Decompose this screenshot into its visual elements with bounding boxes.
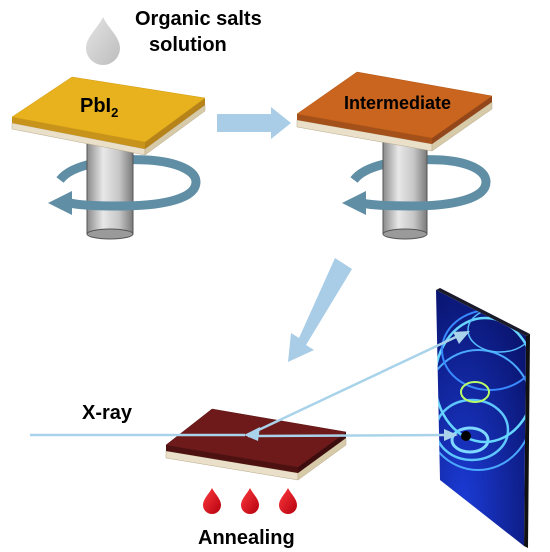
spindle [86, 139, 134, 235]
intermediate-film [296, 71, 493, 139]
rotation-arrowhead-icon [342, 191, 366, 215]
rotation-arrow-front-icon [360, 181, 491, 211]
heat-drop-icon [279, 488, 297, 514]
rotation-arrow-front-icon [68, 181, 201, 211]
solution-drop-icon [86, 17, 120, 65]
intermediate-label: Intermediate [344, 93, 451, 113]
annealing-label: Annealing [198, 527, 295, 549]
pbi2-label: PbI2 [80, 95, 118, 120]
pbi2-film [11, 76, 206, 143]
xray-detector [436, 288, 530, 548]
rotation-arrow-back-icon [56, 155, 201, 184]
heat-drop-icon [203, 488, 221, 514]
xray-beams [30, 331, 470, 441]
transmitted-beam [247, 433, 449, 438]
rotation-arrow-back-icon [350, 155, 491, 184]
rotation-arrowhead-icon [48, 191, 72, 215]
spindle [382, 139, 428, 235]
solution-label-line1: Organic salts [135, 8, 262, 30]
process-arrow-diagonal [288, 258, 352, 362]
solution-label-line2: solution [149, 34, 227, 56]
annealed-film [165, 408, 347, 481]
heat-drop-icon [241, 488, 259, 514]
process-arrow-right [217, 107, 291, 139]
diffracted-beam [247, 334, 459, 437]
spin-coater-pbi2: PbI2 [11, 76, 206, 240]
spin-coater-intermediate: Intermediate [296, 71, 493, 240]
heat-drops [203, 488, 297, 514]
xray-label: X-ray [82, 402, 133, 424]
